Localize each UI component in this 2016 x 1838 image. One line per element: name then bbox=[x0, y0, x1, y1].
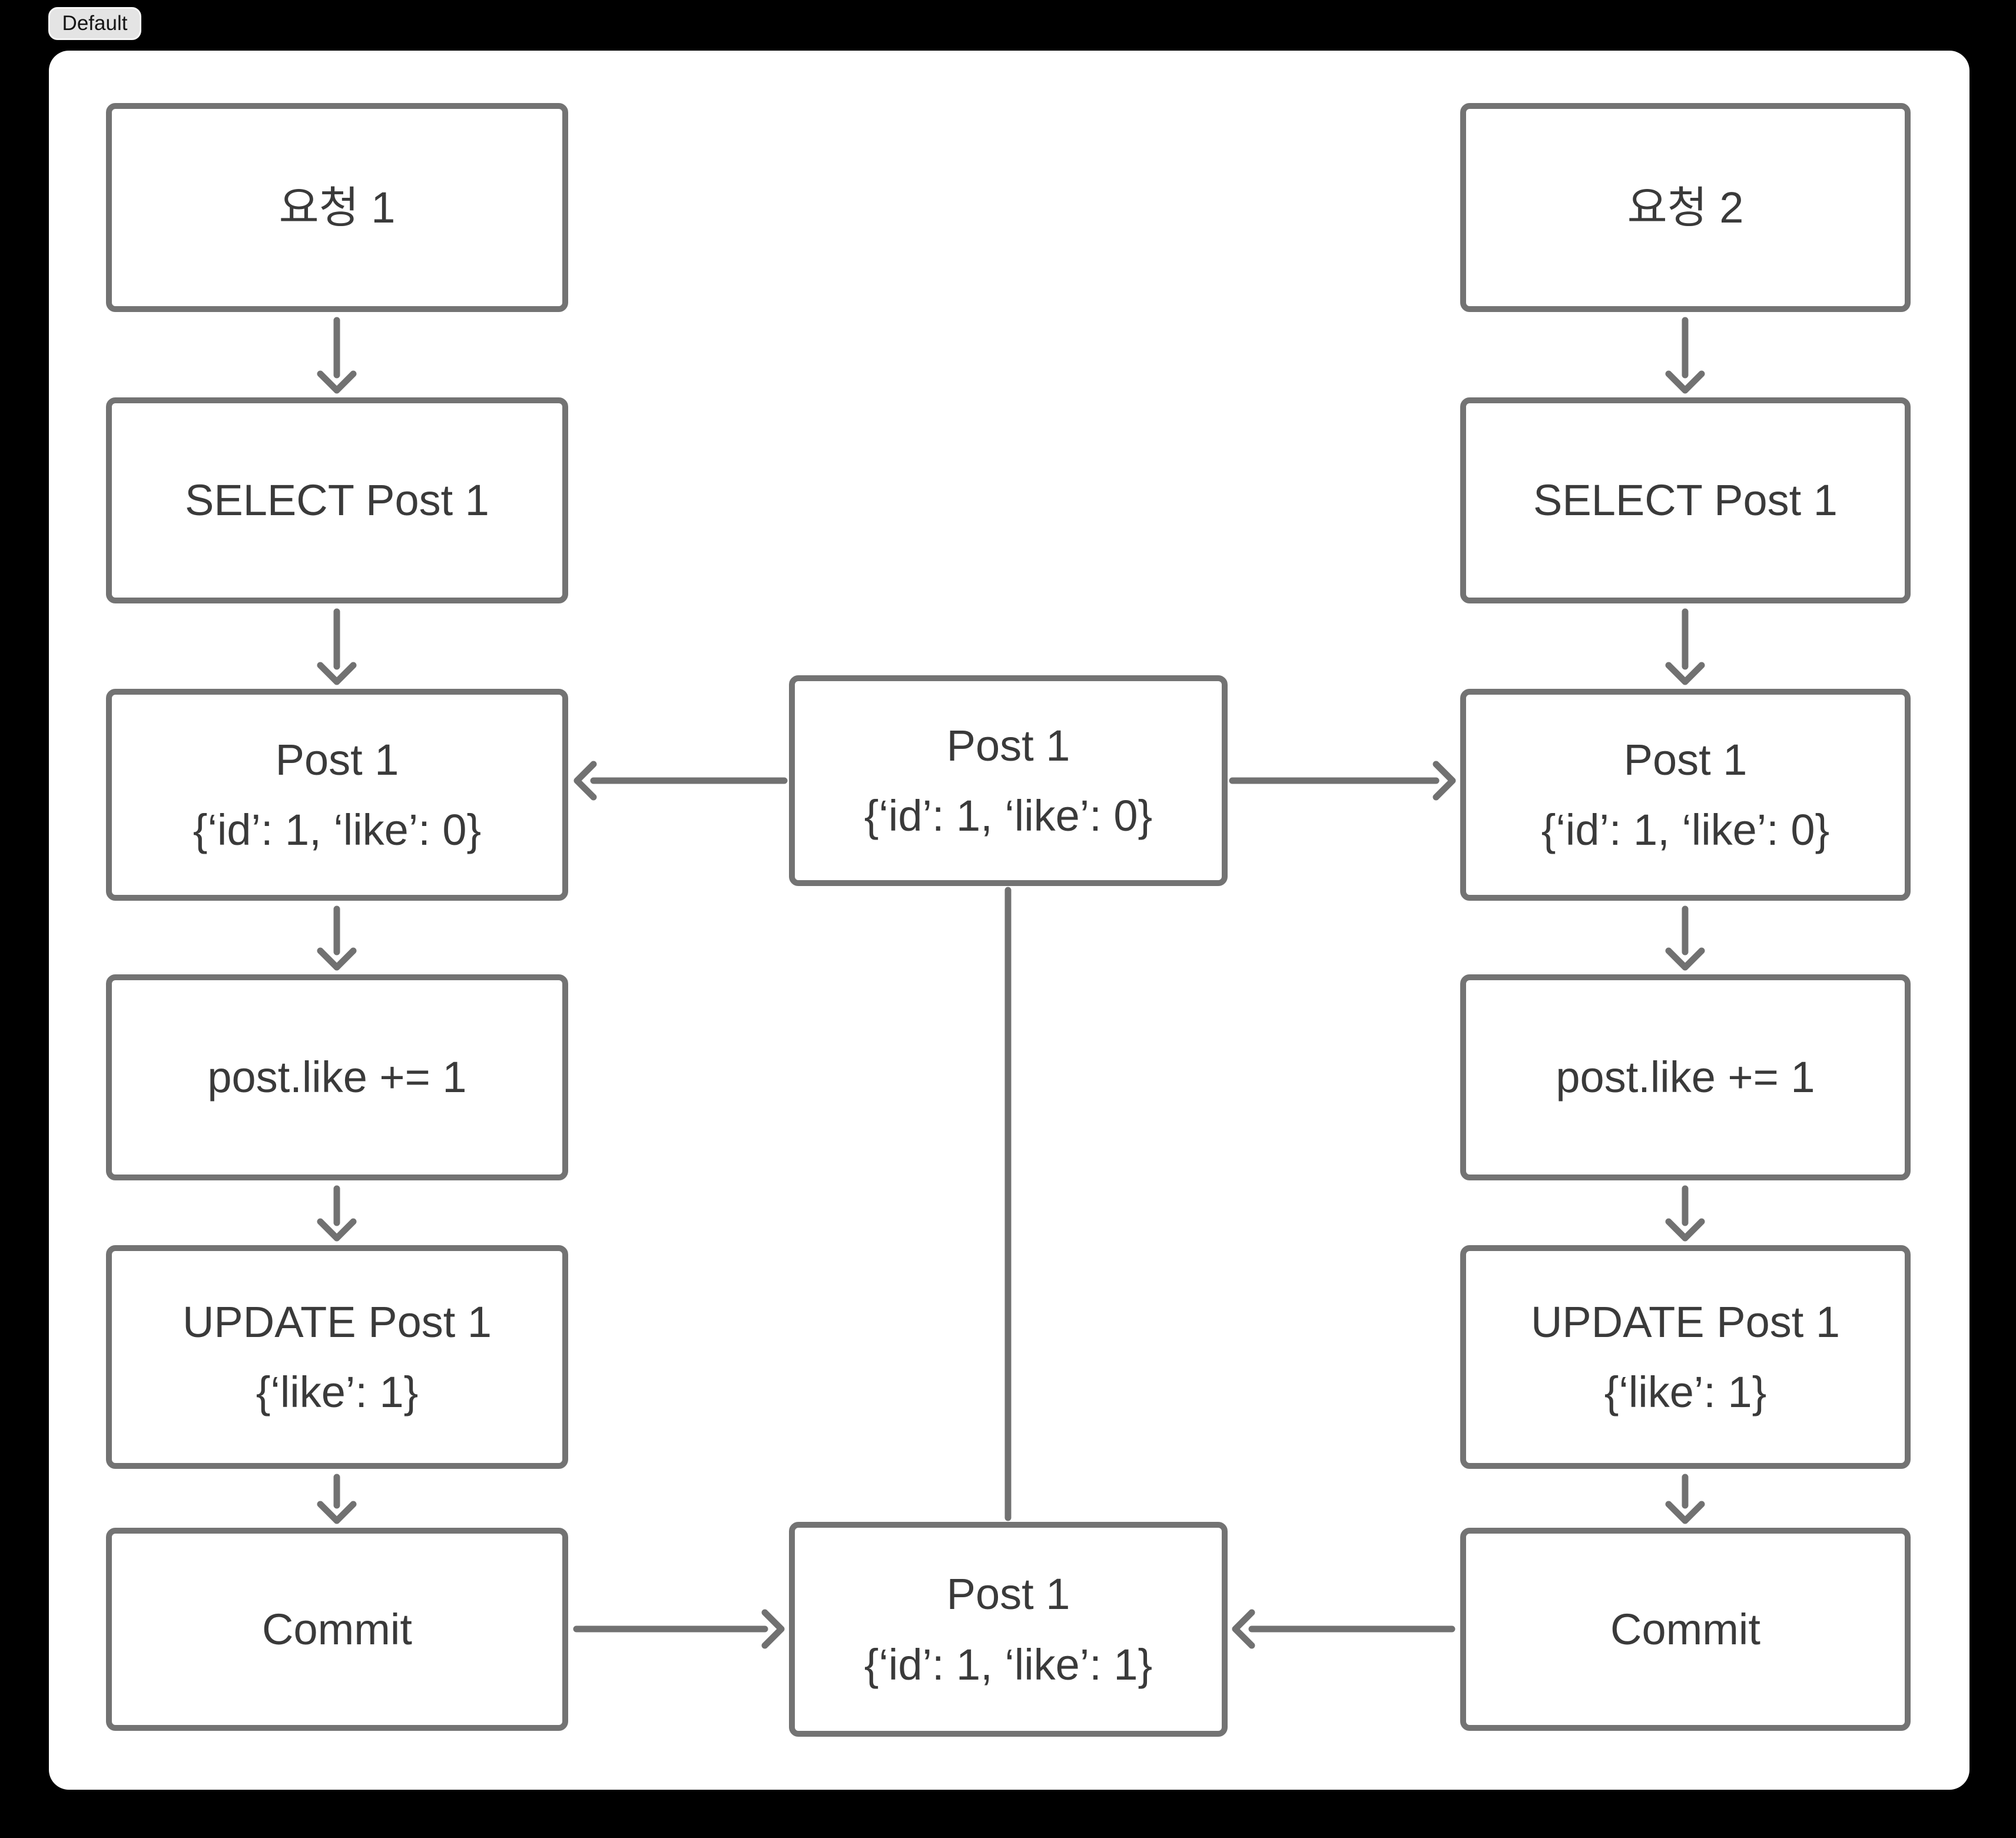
node-db-post1-initial-value: {‘id’: 1, ‘like’: 0} bbox=[864, 791, 1153, 840]
node-request-1-label: 요청 1 bbox=[278, 183, 396, 232]
node-commit-2-label: Commit bbox=[1610, 1604, 1760, 1654]
node-request-2: 요청 2 bbox=[1460, 103, 1911, 312]
node-db-post1-final: Post 1 {‘id’: 1, ‘like’: 1} bbox=[789, 1522, 1228, 1737]
node-post1-snapshot-2-value: {‘id’: 1, ‘like’: 0} bbox=[1541, 805, 1830, 854]
node-update-1-title: UPDATE Post 1 bbox=[182, 1297, 492, 1346]
node-post1-snapshot-1: Post 1 {‘id’: 1, ‘like’: 0} bbox=[106, 689, 568, 901]
node-commit-2: Commit bbox=[1460, 1528, 1911, 1731]
node-select-1: SELECT Post 1 bbox=[106, 397, 568, 603]
node-db-post1-final-title: Post 1 bbox=[946, 1570, 1070, 1619]
node-select-2: SELECT Post 1 bbox=[1460, 397, 1911, 603]
node-select-1-label: SELECT Post 1 bbox=[185, 476, 489, 525]
node-db-post1-initial: Post 1 {‘id’: 1, ‘like’: 0} bbox=[789, 675, 1228, 886]
node-update-1-value: {‘like’: 1} bbox=[256, 1368, 419, 1416]
node-request-1: 요청 1 bbox=[106, 103, 568, 312]
node-increment-1-label: post.like += 1 bbox=[207, 1053, 467, 1102]
node-request-2-label: 요청 2 bbox=[1627, 183, 1744, 232]
node-db-post1-initial-title: Post 1 bbox=[946, 721, 1070, 770]
node-increment-2: post.like += 1 bbox=[1460, 974, 1911, 1180]
node-increment-1: post.like += 1 bbox=[106, 974, 568, 1180]
node-commit-1: Commit bbox=[106, 1528, 568, 1731]
node-db-post1-final-value: {‘id’: 1, ‘like’: 1} bbox=[864, 1640, 1153, 1689]
tab-default[interactable]: Default bbox=[48, 7, 141, 40]
node-post1-snapshot-1-title: Post 1 bbox=[275, 735, 399, 784]
node-update-1: UPDATE Post 1 {‘like’: 1} bbox=[106, 1245, 568, 1469]
node-post1-snapshot-2: Post 1 {‘id’: 1, ‘like’: 0} bbox=[1460, 689, 1911, 901]
node-increment-2-label: post.like += 1 bbox=[1556, 1053, 1815, 1102]
node-post1-snapshot-1-value: {‘id’: 1, ‘like’: 0} bbox=[193, 805, 482, 854]
node-update-2-title: UPDATE Post 1 bbox=[1530, 1297, 1840, 1346]
tab-default-label: Default bbox=[62, 12, 128, 35]
node-commit-1-label: Commit bbox=[262, 1604, 412, 1654]
node-update-2: UPDATE Post 1 {‘like’: 1} bbox=[1460, 1245, 1911, 1469]
node-post1-snapshot-2-title: Post 1 bbox=[1623, 735, 1748, 784]
node-update-2-value: {‘like’: 1} bbox=[1604, 1368, 1767, 1416]
node-select-2-label: SELECT Post 1 bbox=[1533, 476, 1838, 525]
